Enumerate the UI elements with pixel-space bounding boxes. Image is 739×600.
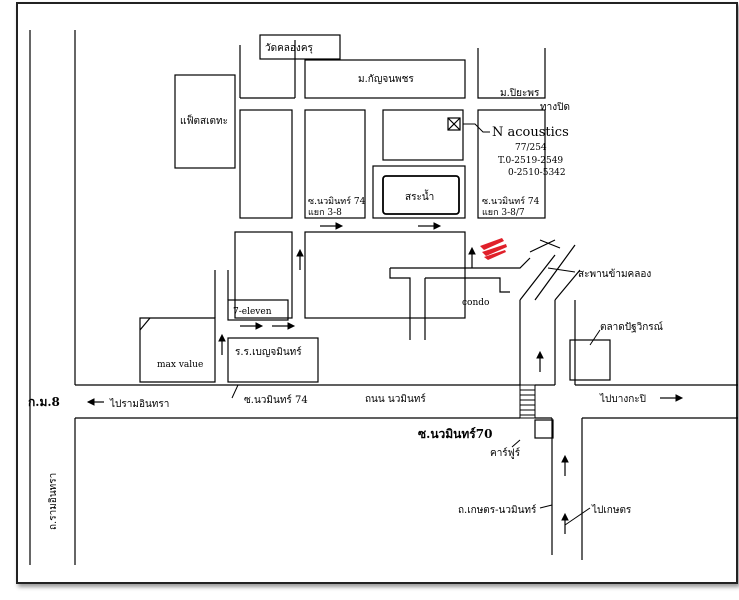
labels: วัดคลองครุ ม.กัญจนพชร ม.ปิยะพร ทางปิด แฟ… <box>28 43 663 530</box>
label-village-ppr: ม.ปิยะพร <box>500 88 540 99</box>
label-to-bangkapi: ไปบางกะปิ <box>599 393 646 405</box>
label-max-value: max value <box>157 360 203 370</box>
label-soi74-right-1: ซ.นวมินทร์ 74 <box>482 195 540 207</box>
building-blocks <box>139 34 611 439</box>
road-lines <box>29 30 738 565</box>
label-company-name: N acoustics <box>492 125 569 140</box>
label-flat: แฟ็ตสเตทะ <box>180 113 228 127</box>
leader-lines <box>231 123 601 526</box>
label-school: ร.ร.เบญจมินทร์ <box>235 346 302 358</box>
label-soi74-left-2: แยก 3-8 <box>308 208 342 218</box>
label-company-phone1: T.0-2519-2549 <box>498 156 563 166</box>
marker-stroke-2 <box>482 244 507 256</box>
marker-stroke-3 <box>484 250 506 260</box>
marker-stroke-1 <box>480 238 504 250</box>
label-pond: สระน้ำ <box>405 189 434 203</box>
label-company-number: 77/254 <box>515 143 547 153</box>
map-frame <box>16 2 738 584</box>
label-company-phone2: 0-2510-5342 <box>508 168 566 178</box>
label-soi74-left-1: ซ.นวมินทร์ 74 <box>308 195 366 207</box>
label-condo: condo <box>462 298 489 308</box>
label-dead-end: ทางปิด <box>540 102 570 113</box>
label-to-ramintra: ไปรามอินทรา <box>109 398 169 410</box>
label-village-main: ม.กัญจนพชร <box>358 74 414 85</box>
label-carwash: คาร์ฟูร์ <box>490 447 521 459</box>
label-kaset-nawamin: ถ.เกษตร-นวมินทร์ <box>458 504 537 516</box>
label-km8: ก.ม.8 <box>28 395 60 409</box>
label-soi74-right-2: แยก 3-8/7 <box>482 208 525 218</box>
label-seven-eleven: 7-eleven <box>233 307 272 317</box>
label-to-kaset: ไปเกษตร <box>591 504 632 516</box>
location-marker <box>480 238 507 260</box>
label-market: ตลาดปัฐวิกรณ์ <box>600 321 663 333</box>
label-ramintra-road: ถ.รามอินทรา <box>48 473 59 530</box>
label-soi70: ซ.นวมินทร์70 <box>418 427 492 441</box>
label-nawamin-road: ถนน นวมินทร์ <box>365 393 426 405</box>
label-wat: วัดคลองครุ <box>265 43 314 54</box>
direction-arrows <box>86 222 684 534</box>
label-bridge: สะพานข้ามคลอง <box>578 268 651 280</box>
label-soi74-bottom: ซ.นวมินทร์ 74 <box>244 394 308 406</box>
